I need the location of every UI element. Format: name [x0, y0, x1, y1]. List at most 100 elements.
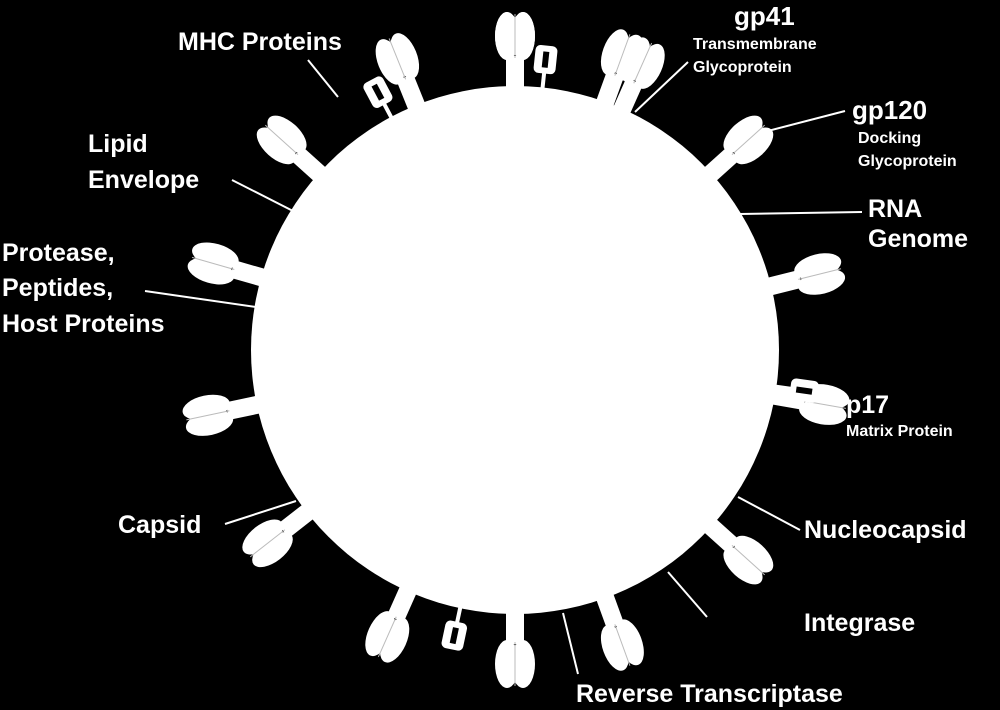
mhc-protein: [441, 605, 468, 651]
label-genome: Genome: [868, 225, 968, 253]
gp120-spike: [256, 115, 328, 183]
spike-groove: [731, 545, 766, 576]
gp120-spike: [182, 394, 263, 436]
spike-groove: [614, 624, 631, 666]
label-protease: Protease,: [2, 239, 115, 267]
glycoprotein-spikes: [182, 12, 850, 688]
leader-mhc: [307, 59, 339, 98]
gp41-stalk: [702, 146, 740, 183]
leader-protease: [144, 290, 257, 308]
leader-p17: [775, 402, 835, 410]
gp120-spike: [375, 33, 426, 113]
mhc-protein: [774, 378, 819, 403]
gp41-stalk: [702, 517, 740, 554]
gp120-spike: [365, 583, 418, 663]
label-gp120-sub1: Docking: [858, 130, 921, 147]
leader-lines: [144, 59, 863, 675]
mhc-protein: [363, 76, 394, 120]
spike-groove: [731, 124, 766, 155]
gp120-spike: [595, 29, 644, 109]
gp41-stalk: [229, 260, 268, 287]
gp120-spike: [702, 517, 774, 585]
gp41-stalk: [612, 77, 643, 117]
mhc-notch: [449, 627, 459, 645]
gp41-stalk: [506, 610, 524, 644]
spike-groove: [633, 42, 653, 84]
mhc-notch: [371, 83, 385, 101]
gp120-lobe: [734, 127, 774, 165]
leader-rna-genome: [739, 211, 863, 215]
gp120-lobe: [600, 624, 629, 671]
leader-integrase: [667, 571, 708, 618]
spike-groove: [186, 410, 230, 421]
gp41-stalk: [506, 56, 524, 90]
gp120-lobe: [798, 268, 846, 295]
leader-nucleocapsid: [737, 496, 801, 531]
gp120-lobe: [723, 115, 763, 153]
gp120-lobe: [734, 535, 774, 573]
gp41-stalk: [277, 502, 316, 539]
gp120-lobe: [615, 34, 644, 81]
gp120-spike: [595, 591, 644, 671]
label-lipid: Lipid: [88, 130, 148, 158]
leader-lipid-envelope: [231, 179, 294, 212]
label-gp41: gp41: [734, 1, 795, 31]
label-mhc-proteins: MHC Proteins: [178, 28, 342, 56]
gp120-lobe: [252, 532, 293, 568]
label-gp41-sub2: Glycoprotein: [693, 59, 792, 76]
gp41-stalk: [595, 591, 625, 630]
gp120-spike: [242, 502, 316, 568]
gp120-spike: [187, 242, 268, 287]
gp120-lobe: [256, 127, 296, 165]
label-host-proteins: Host Proteins: [2, 310, 165, 338]
label-peptides: Peptides,: [2, 274, 113, 302]
gp120-spike: [495, 610, 535, 688]
label-gp41-sub1: Transmembrane: [693, 36, 817, 53]
label-integrase: Integrase: [804, 609, 915, 637]
gp41-stalk: [595, 70, 625, 109]
spike-groove: [249, 529, 286, 558]
label-gp120: gp120: [852, 95, 927, 125]
label-matrix-protein: Matrix Protein: [846, 423, 953, 440]
labels: MHC Proteins gp41 Transmembrane Glycopro…: [2, 1, 968, 708]
mhc-notch: [795, 386, 813, 395]
label-envelope: Envelope: [88, 166, 199, 194]
gp41-stalk: [290, 146, 328, 183]
mhc-stalk: [540, 71, 547, 90]
virion-body: [251, 86, 779, 614]
leader-gp41: [634, 61, 689, 113]
gp120-lobe: [242, 519, 283, 555]
label-capsid: Capsid: [118, 511, 201, 539]
spike-groove: [614, 34, 631, 76]
gp41-stalk: [396, 74, 426, 113]
gp41-stalk: [225, 395, 263, 420]
spike-groove: [388, 38, 407, 80]
gp120-lobe: [267, 115, 307, 153]
gp120-lobe: [723, 547, 763, 585]
mhc-stalk: [381, 101, 394, 120]
gp41-stalk: [765, 270, 803, 296]
mhc-stalk: [774, 384, 793, 391]
spike-groove: [377, 616, 397, 658]
gp120-lobe: [495, 640, 519, 688]
label-rna: RNA: [868, 195, 922, 223]
spike-groove: [191, 256, 235, 270]
mhc-notch: [541, 51, 550, 68]
gp120-lobe: [182, 394, 230, 421]
gp120-spike: [765, 253, 846, 296]
gp120-lobe: [365, 611, 395, 657]
leader-reverse-transcriptase: [562, 612, 579, 675]
gp41-stalk: [387, 583, 418, 623]
gp120-lobe: [390, 33, 420, 79]
gp120-spike: [495, 12, 535, 90]
label-reverse-transcriptase: Reverse Transcriptase: [576, 680, 843, 708]
label-nucleocapsid: Nucleocapsid: [804, 516, 967, 544]
mhc-protein-glyphs: [363, 45, 819, 651]
leader-capsid: [224, 500, 297, 525]
gp120-lobe: [192, 242, 239, 270]
leader-gp120: [759, 110, 846, 134]
mhc-protein: [533, 45, 558, 90]
gp120-lobe: [511, 12, 535, 60]
label-gp120-sub2: Glycoprotein: [858, 153, 957, 170]
